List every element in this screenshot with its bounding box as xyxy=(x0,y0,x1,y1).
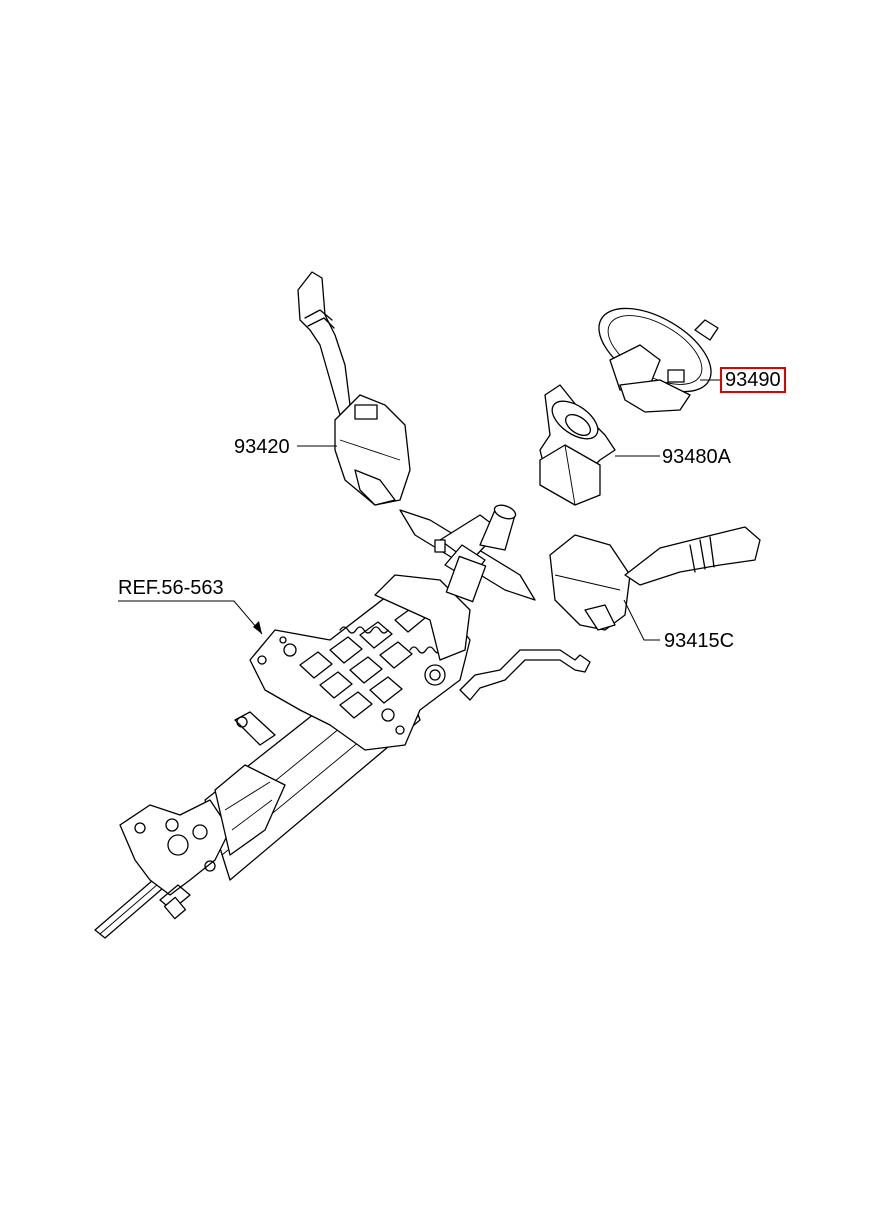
tilt-bracket xyxy=(249,574,471,751)
callout-93480A: 93480A xyxy=(662,446,731,468)
angle-sensor xyxy=(539,384,616,506)
callout-93490-highlighted: 93490 xyxy=(720,367,786,393)
tilt-lever xyxy=(459,649,591,701)
lock-housing xyxy=(214,711,286,856)
callout-93420: 93420 xyxy=(234,436,290,458)
clock-spring xyxy=(598,307,719,413)
leader-lines xyxy=(118,379,720,641)
callout-ref-56-563: REF.56-563 xyxy=(118,577,224,599)
callout-93415C: 93415C xyxy=(664,630,735,652)
multifunction-switch-right xyxy=(549,526,761,631)
lower-bracket xyxy=(119,799,231,920)
multifunction-switch-left xyxy=(297,271,411,506)
upper-shaft xyxy=(399,504,536,603)
